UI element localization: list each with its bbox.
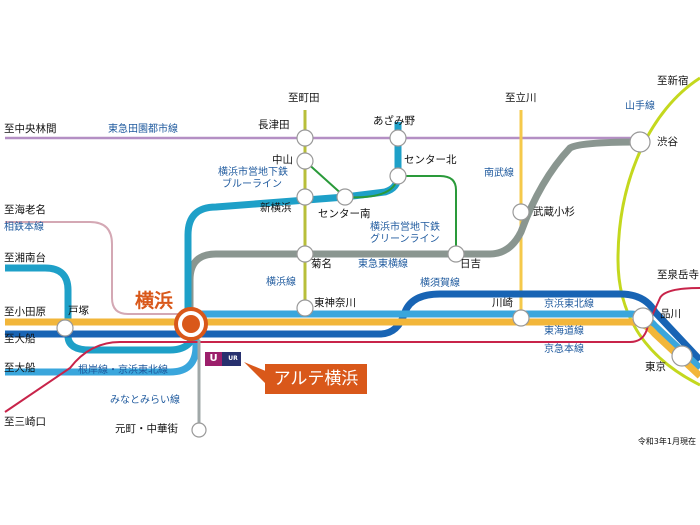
station-motomachi-chukagai[interactable] xyxy=(191,422,207,438)
station-center-kita[interactable] xyxy=(389,167,407,185)
terminal-misakiguchi: 至三崎口 xyxy=(4,416,46,428)
ur-logo-text: UR xyxy=(228,355,238,362)
terminal-sengakuji: 至泉岳寺 xyxy=(657,269,699,281)
line-label-sotetsu: 相鉄本線 xyxy=(4,222,44,233)
terminal-odawara: 至小田原 xyxy=(4,306,46,318)
label-shibuya: 渋谷 xyxy=(657,136,678,148)
line-label-blue-1: 横浜市営地下鉄 xyxy=(218,167,288,178)
station-tokyo[interactable] xyxy=(671,345,693,367)
label-azamino: あざみ野 xyxy=(373,115,415,127)
label-center-kita: センター北 xyxy=(404,154,457,166)
line-label-yokohama: 横浜線 xyxy=(266,277,296,288)
terminal-chuorinkan: 至中央林間 xyxy=(4,123,57,135)
terminal-tachikawa: 至立川 xyxy=(505,92,537,104)
negishi-line xyxy=(5,264,200,354)
label-higashi-kanagawa: 東神奈川 xyxy=(314,297,356,309)
line-label-minatomirai: みなとみらい線 xyxy=(110,395,180,406)
terminal-ebina: 至海老名 xyxy=(4,204,46,216)
label-shinagawa: 品川 xyxy=(660,308,681,320)
label-center-minami: センター南 xyxy=(318,208,371,220)
yokosuka-line xyxy=(5,290,700,363)
terminal-ofuna-1: 至大船 xyxy=(4,333,36,345)
yamanote-line xyxy=(616,76,700,387)
negishi-line-south xyxy=(5,322,200,376)
hub-station-label: 横浜 xyxy=(135,290,174,312)
sotetsu-line xyxy=(5,221,180,315)
station-center-minami[interactable] xyxy=(336,188,354,206)
line-label-tokaido: 東海道線 xyxy=(544,326,584,337)
station-yokohama-hub[interactable] xyxy=(182,315,200,333)
as-of-note: 令和3年1月現在 xyxy=(637,437,696,446)
terminal-shinjuku: 至新宿 xyxy=(657,75,689,87)
label-musashi-kosugi: 武蔵小杉 xyxy=(533,206,575,218)
label-hiyoshi: 日吉 xyxy=(460,258,481,270)
station-higashi-kanagawa[interactable] xyxy=(296,299,314,317)
line-label-yamanote: 山手線 xyxy=(625,101,655,112)
line-label-nambu: 南武線 xyxy=(484,168,514,179)
station-nagatsuta[interactable] xyxy=(296,129,314,147)
callout-pointer xyxy=(244,362,268,386)
station-kikuna[interactable] xyxy=(296,245,314,263)
label-shin-yokohama: 新横浜 xyxy=(260,202,292,214)
station-kawasaki[interactable] xyxy=(512,309,530,327)
line-label-yokosuka: 横須賀線 xyxy=(420,278,460,289)
station-musashi-kosugi[interactable] xyxy=(512,203,530,221)
label-motomachi-chukagai: 元町・中華街 xyxy=(115,423,178,435)
line-label-denentoshi: 東急田園都市線 xyxy=(108,124,178,135)
blue-line xyxy=(184,122,402,322)
label-tokyo: 東京 xyxy=(645,361,666,373)
line-label-toyoko: 東急東横線 xyxy=(358,259,408,270)
line-label-keikyu: 京急本線 xyxy=(544,344,584,355)
ur-logo: U UR xyxy=(205,352,241,366)
station-azamino[interactable] xyxy=(389,129,407,147)
station-shin-yokohama[interactable] xyxy=(296,188,314,206)
station-nakayama[interactable] xyxy=(296,152,314,170)
label-kawasaki: 川崎 xyxy=(492,297,513,309)
station-hiyoshi[interactable] xyxy=(447,245,465,263)
station-shinagawa[interactable] xyxy=(632,307,654,329)
line-label-keihin-tohoku: 京浜東北線 xyxy=(544,299,594,310)
line-label-negishi: 根岸線・京浜東北線 xyxy=(78,365,168,376)
terminal-machida: 至町田 xyxy=(288,92,320,104)
line-label-blue-2: ブルーライン xyxy=(222,179,282,190)
destination-callout[interactable]: アルテ横浜 xyxy=(265,364,367,394)
terminal-ofuna-2: 至大船 xyxy=(4,362,36,374)
ur-logo-mark-icon: U xyxy=(205,352,222,366)
keikyu-line xyxy=(4,287,700,413)
terminal-shonandai: 至湘南台 xyxy=(4,252,46,264)
toyoko-line xyxy=(186,138,641,320)
label-totsuka: 戸塚 xyxy=(68,305,89,317)
label-kikuna: 菊名 xyxy=(311,258,332,270)
label-nagatsuta: 長津田 xyxy=(258,119,290,131)
line-label-green-2: グリーンライン xyxy=(370,234,440,245)
line-label-green-1: 横浜市営地下鉄 xyxy=(370,222,440,233)
station-shibuya[interactable] xyxy=(629,131,651,153)
station-totsuka[interactable] xyxy=(56,319,74,337)
label-nakayama: 中山 xyxy=(272,154,293,166)
